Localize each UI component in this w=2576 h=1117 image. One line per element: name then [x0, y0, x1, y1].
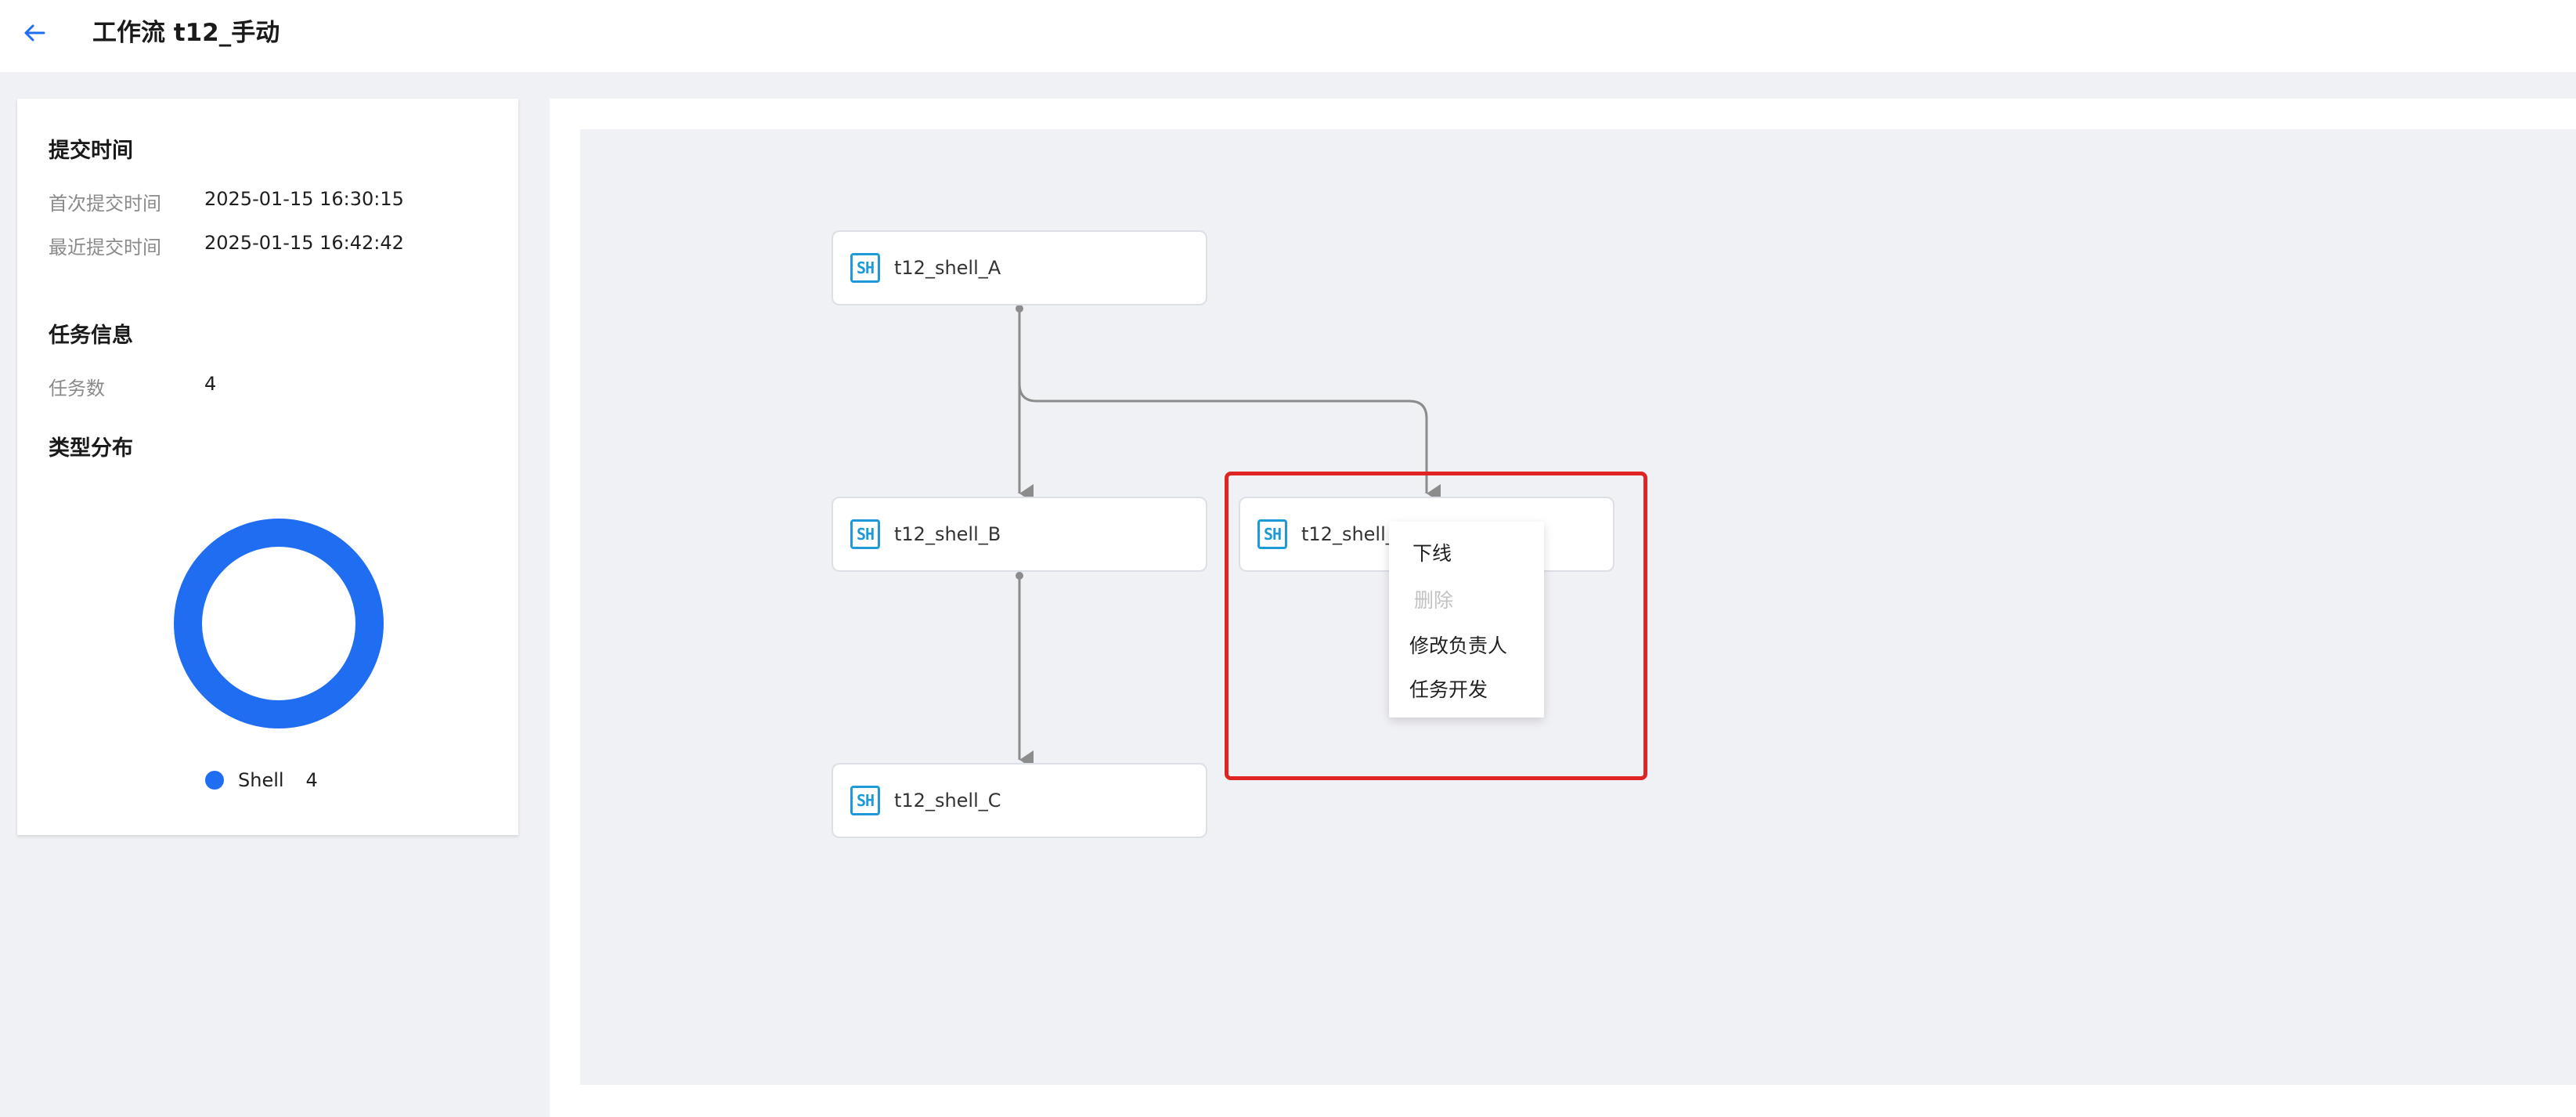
menu-item-delete[interactable]: 删除 [1414, 589, 1454, 612]
submit-time-title: 提交时间 [49, 139, 133, 163]
page-title: 工作流 t12_手动 [92, 19, 280, 47]
task-node-b[interactable]: SH t12_shell_B [832, 497, 1207, 572]
task-node-a[interactable]: SH t12_shell_A [832, 230, 1207, 305]
type-distribution-title: 类型分布 [49, 436, 133, 461]
shell-icon: SH [850, 519, 880, 549]
menu-item-task-development[interactable]: 任务开发 [1409, 678, 1488, 701]
task-node-label: t12_shell_B [894, 523, 1001, 545]
menu-item-offline[interactable]: 下线 [1412, 542, 1452, 565]
menu-item-change-owner[interactable]: 修改负责人 [1409, 634, 1508, 657]
task-node-label: t12_shell_C [894, 790, 1001, 812]
last-submit-label: 最近提交时间 [49, 237, 161, 258]
arrow-left-icon [24, 24, 45, 42]
shell-icon: SH [850, 786, 880, 815]
task-node-label: t12_shell_D [1301, 523, 1395, 545]
back-button[interactable] [19, 17, 50, 49]
task-info-title: 任务信息 [49, 324, 133, 348]
type-distribution-donut-chart [174, 519, 384, 728]
first-submit-value: 2025-01-15 16:30:15 [204, 188, 404, 210]
legend-label: Shell [238, 769, 284, 791]
task-node-c[interactable]: SH t12_shell_C [832, 763, 1207, 838]
first-submit-label: 首次提交时间 [49, 193, 161, 215]
task-node-label: t12_shell_A [894, 257, 1001, 279]
donut-slice-shell [174, 519, 384, 728]
legend-dot [205, 771, 224, 790]
workflow-info-card: 提交时间 首次提交时间 2025-01-15 16:30:15 最近提交时间 2… [17, 99, 518, 835]
top-bar: 工作流 t12_手动 [0, 0, 2576, 72]
node-context-menu: 下线 删除 修改负责人 任务开发 [1389, 522, 1544, 718]
chart-legend: Shell 4 [205, 766, 318, 794]
task-count-label: 任务数 [49, 378, 105, 399]
shell-icon: SH [850, 253, 880, 283]
shell-icon: SH [1257, 519, 1287, 549]
last-submit-value: 2025-01-15 16:42:42 [204, 232, 404, 254]
task-count-value: 4 [204, 373, 217, 395]
legend-count: 4 [305, 769, 318, 791]
